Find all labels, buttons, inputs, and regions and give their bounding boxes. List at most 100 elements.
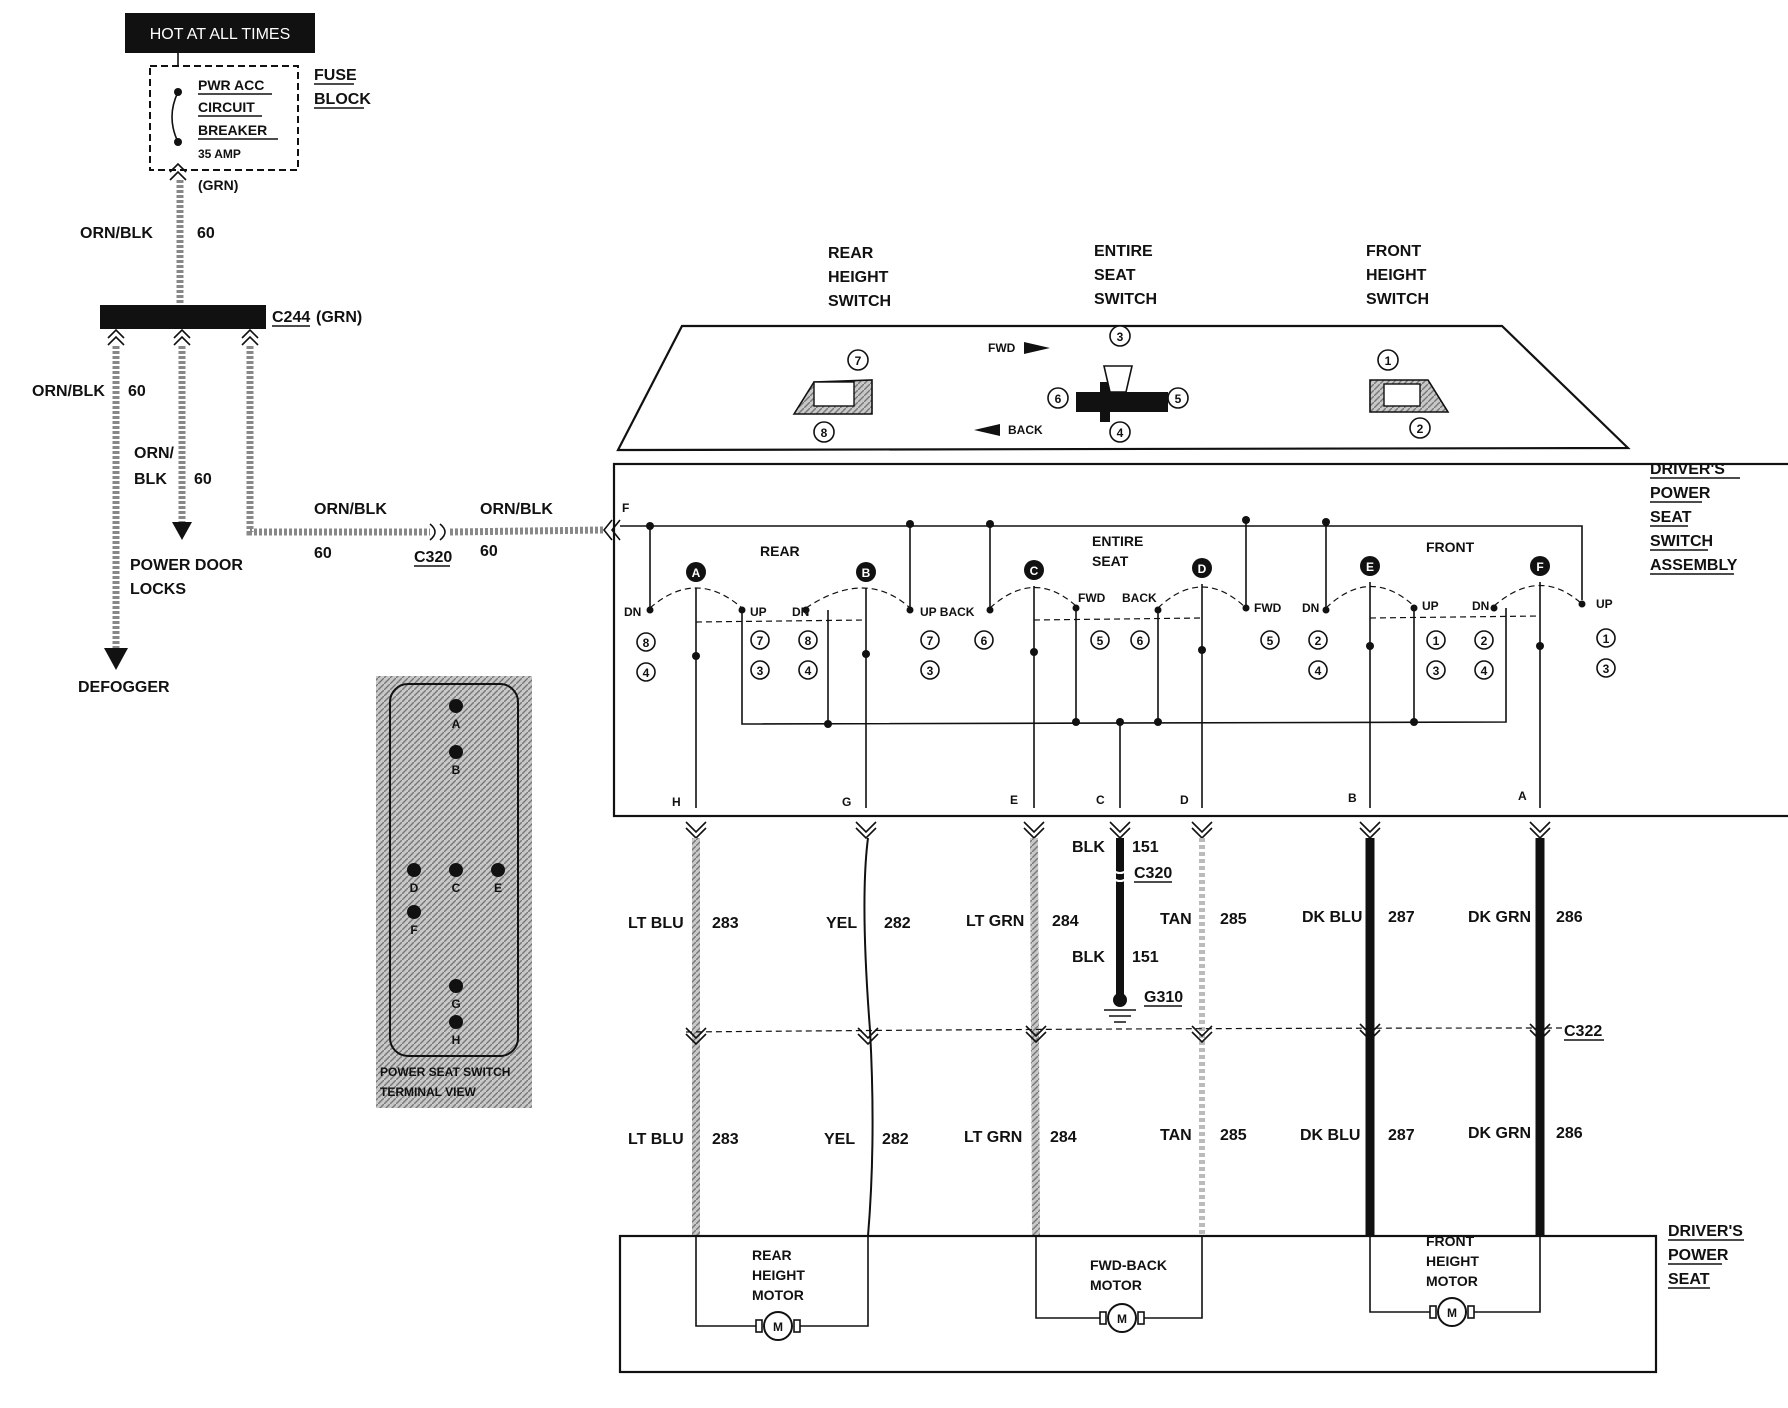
terminal-view-label-2: TERMINAL VIEW xyxy=(380,1085,476,1099)
rear-motor-symbol: M xyxy=(773,1320,783,1334)
fwd-motor-symbol: M xyxy=(1117,1312,1127,1326)
defogger-label: DEFOGGER xyxy=(78,679,170,696)
fuse-block-label-2: BLOCK xyxy=(314,91,371,108)
splice-color: (GRN) xyxy=(316,309,362,326)
back-arrow xyxy=(974,424,1000,436)
pin-num-3c: 3 xyxy=(1433,664,1440,678)
door-wire-color-2: BLK xyxy=(134,471,167,488)
seat-label-2: POWER xyxy=(1668,1247,1729,1264)
wire-label-yel-upper: YEL xyxy=(826,915,857,932)
wire-circuit-287-lower: 287 xyxy=(1388,1127,1415,1144)
tv-pin-b: B xyxy=(452,763,461,777)
contact-d: D xyxy=(1157,558,1247,808)
front-motor-symbol: M xyxy=(1447,1306,1457,1320)
switch-top-panel: REAR HEIGHT SWITCH ENTIRE SEAT SWITCH FR… xyxy=(616,243,1631,452)
contact-b: B xyxy=(805,562,911,808)
entire-seat-switch-label-1: ENTIRE xyxy=(1094,243,1153,260)
seat-wire-color-right: ORN/BLK xyxy=(480,501,553,518)
pin-num-2b: 2 xyxy=(1481,634,1488,648)
top-pin-8: 8 xyxy=(821,426,828,440)
seat-label-1: DRIVER'S xyxy=(1668,1223,1743,1240)
tv-pin-d: D xyxy=(410,881,419,895)
switch-assembly-label-4: SWITCH xyxy=(1650,533,1713,550)
switch-assembly-label-3: SEAT xyxy=(1650,509,1692,526)
feed-circuit: 60 xyxy=(197,225,215,242)
entire-seat-section-label-2: SEAT xyxy=(1092,553,1129,569)
terminal-b: B xyxy=(1348,791,1357,805)
contact-a: A xyxy=(649,562,743,808)
pos-fwd: FWD xyxy=(1078,591,1106,605)
front-motor-label-2: HEIGHT xyxy=(1426,1253,1479,1269)
top-pin-6: 6 xyxy=(1055,392,1062,406)
circuit-breaker-symbol xyxy=(171,91,179,143)
ground-wire-color-2: BLK xyxy=(1072,949,1105,966)
wire-label-dkgrn-lower: DK GRN xyxy=(1468,1125,1531,1142)
contact-e-label: E xyxy=(1366,560,1374,574)
terminal-view: A B D C E F G H POWER SEAT SWITCH TERMIN… xyxy=(376,676,532,1108)
wire-circuit-283-lower: 283 xyxy=(712,1131,739,1148)
seat-switch-knob xyxy=(1102,365,1134,393)
seat-feed-wire-left xyxy=(246,346,430,536)
pos-up-a: UP xyxy=(750,605,767,619)
feed-wire-color: ORN/BLK xyxy=(80,225,153,242)
wire-label-tan-lower: TAN xyxy=(1160,1127,1192,1144)
door-locks-label-1: POWER DOOR xyxy=(130,557,243,574)
tv-pin-e: E xyxy=(494,881,502,895)
tv-pin-h: H xyxy=(452,1033,461,1047)
entire-seat-switch-label-2: SEAT xyxy=(1094,267,1136,284)
pos-dn-f: DN xyxy=(1472,599,1489,613)
splice-c244 xyxy=(100,305,266,329)
switch-assembly: DRIVER'S POWER SEAT SWITCH ASSEMBLY F RE… xyxy=(612,461,1788,818)
hot-at-all-times-label: HOT AT ALL TIMES xyxy=(150,26,291,43)
tv-pin-g: G xyxy=(451,997,460,1011)
breaker-connector-color: (GRN) xyxy=(198,177,238,193)
harness-connector: C322 xyxy=(1564,1023,1602,1040)
breaker-label-2: CIRCUIT xyxy=(198,99,255,115)
pin-num-6a: 6 xyxy=(981,634,988,648)
terminal-h: H xyxy=(672,795,681,809)
harness: BLK 151 C320 BLK 151 G310 LT BLU 283 YEL… xyxy=(628,821,1604,1237)
wire-circuit-284-upper: 284 xyxy=(1052,913,1079,930)
ground-circuit-2: 151 xyxy=(1132,949,1159,966)
terminal-a: A xyxy=(1518,789,1527,803)
wire-circuit-285-lower: 285 xyxy=(1220,1127,1247,1144)
pin-num-5b: 5 xyxy=(1267,634,1274,648)
rear-height-switch-label-3: SWITCH xyxy=(828,293,891,310)
rear-motor-label-1: REAR xyxy=(752,1247,792,1263)
fuse-block-label-1: FUSE xyxy=(314,67,357,84)
pos-dn-e: DN xyxy=(1302,601,1319,615)
pin-num-4b: 4 xyxy=(805,664,812,678)
top-pin-7: 7 xyxy=(855,354,862,368)
seat-wire-color-left: ORN/BLK xyxy=(314,501,387,518)
pin-num-4c: 4 xyxy=(1315,664,1322,678)
rear-motor-label-2: HEIGHT xyxy=(752,1267,805,1283)
wire-label-dkblu-upper: DK BLU xyxy=(1302,909,1362,926)
wire-lt-grn xyxy=(1030,837,1040,1237)
ground-point: G310 xyxy=(1144,989,1183,1006)
contact-a-label: A xyxy=(692,566,701,580)
contact-e: E xyxy=(1325,556,1415,808)
contact-f-label: F xyxy=(1536,560,1543,574)
pin-num-6b: 6 xyxy=(1137,634,1144,648)
front-motor-label-3: MOTOR xyxy=(1426,1273,1478,1289)
terminal-c: C xyxy=(1096,793,1105,807)
seat-connector-label: C320 xyxy=(414,549,452,566)
wire-label-yel-lower: YEL xyxy=(824,1131,855,1148)
input-terminal-f: F xyxy=(622,501,629,515)
rear-section-label: REAR xyxy=(760,543,800,559)
fwd-motor-label-2: MOTOR xyxy=(1090,1277,1142,1293)
door-locks-label-2: LOCKS xyxy=(130,581,186,598)
contact-c-label: C xyxy=(1030,564,1039,578)
terminal-view-label-1: POWER SEAT SWITCH xyxy=(380,1065,510,1079)
pos-up-f: UP xyxy=(1596,597,1613,611)
pos-back: BACK xyxy=(1122,591,1157,605)
entire-seat-switch-label-3: SWITCH xyxy=(1094,291,1157,308)
breaker-rating: 35 AMP xyxy=(198,147,241,161)
contact-c: C xyxy=(989,560,1077,808)
defogger-circuit: 60 xyxy=(128,383,146,400)
pin-num-7b: 7 xyxy=(927,634,934,648)
top-pin-1: 1 xyxy=(1385,354,1392,368)
door-locks-arrow xyxy=(172,522,192,540)
front-height-switch-label-1: FRONT xyxy=(1366,243,1421,260)
fuse-block: PWR ACC CIRCUIT BREAKER 35 AMP xyxy=(149,65,299,171)
